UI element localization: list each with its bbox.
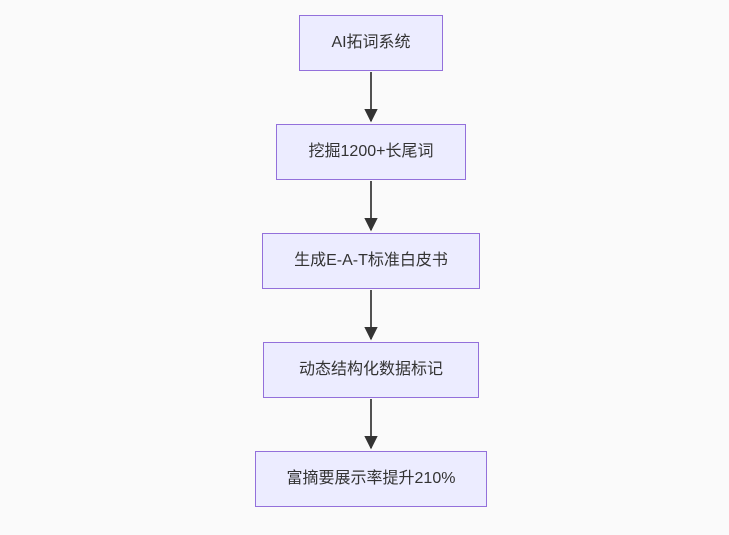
flowchart-node-2: 挖掘1200+长尾词 bbox=[276, 124, 466, 180]
flowchart-node-1: AI拓词系统 bbox=[299, 15, 443, 71]
flowchart-node-3: 生成E-A-T标准白皮书 bbox=[262, 233, 480, 289]
flowchart-node-label: 生成E-A-T标准白皮书 bbox=[294, 252, 448, 270]
flowchart-node-label: 动态结构化数据标记 bbox=[298, 361, 443, 379]
flowchart-node-label: 挖掘1200+长尾词 bbox=[308, 143, 434, 161]
flowchart-node-label: AI拓词系统 bbox=[331, 34, 411, 52]
flowchart-node-5: 富摘要展示率提升210% bbox=[255, 451, 487, 507]
flowchart-node-label: 富摘要展示率提升210% bbox=[286, 470, 456, 488]
flowchart-node-4: 动态结构化数据标记 bbox=[263, 342, 479, 398]
